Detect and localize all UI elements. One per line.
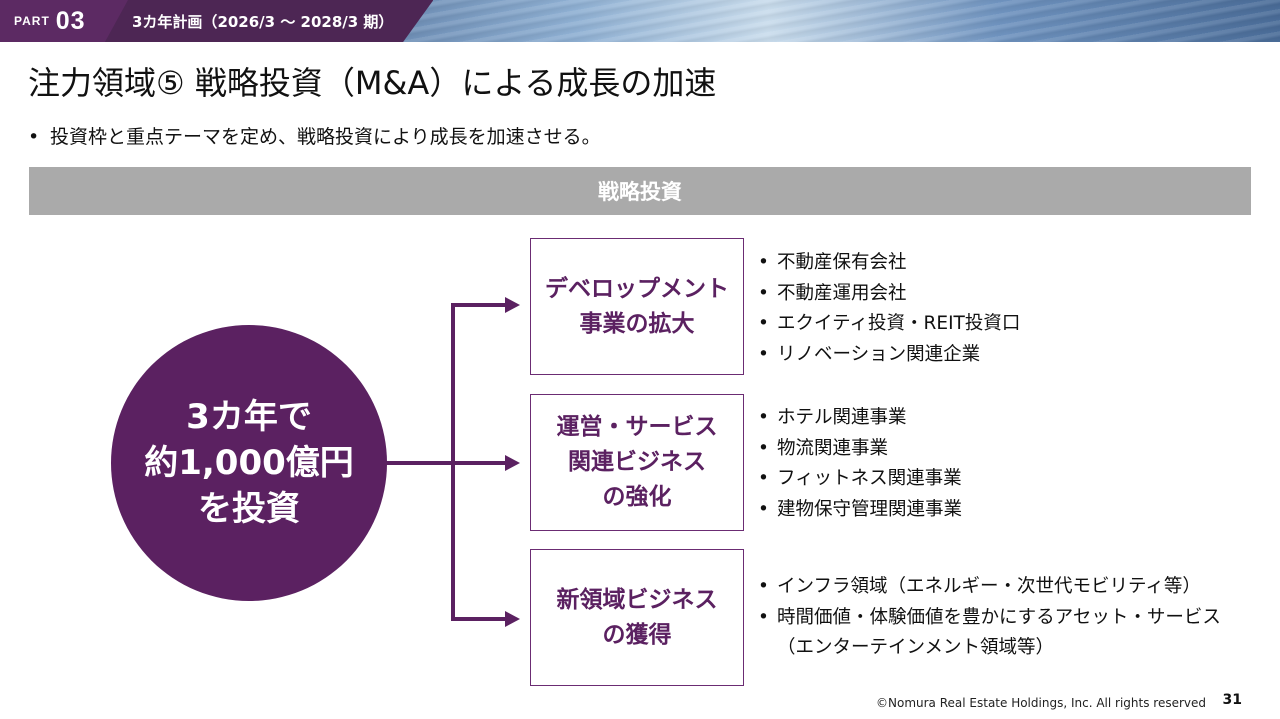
arrow-head-3 xyxy=(505,611,520,627)
list-item: •リノベーション関連企業 xyxy=(758,343,981,365)
box-label-line: の強化 xyxy=(602,484,672,510)
part-number: 03 xyxy=(55,6,86,35)
circle-line-2: 約1,000億円 xyxy=(144,443,354,483)
circle-line-1: 3カ年で xyxy=(186,397,312,437)
focus-box-development: デベロップメント 事業の拡大 xyxy=(530,238,744,375)
page-number: 31 xyxy=(1222,692,1242,708)
new-business-items: •インフラ領域（エネルギー・次世代モビリティ等） •時間価値・体験価値を豊かにす… xyxy=(758,572,1221,664)
list-item: •ホテル関連事業 xyxy=(758,407,907,428)
box-label-line: 運営・サービス xyxy=(556,414,718,440)
arrow-head-2 xyxy=(505,455,520,471)
focus-box-operations: 運営・サービス 関連ビジネス の強化 xyxy=(530,394,744,531)
list-item: •建物保守管理関連事業 xyxy=(758,498,963,520)
list-item: •エクイティ投資・REIT投資口 xyxy=(758,313,1021,334)
lead-text: 投資枠と重点テーマを定め、戦略投資により成長を加速させる。 xyxy=(50,126,601,148)
bullet-dot: • xyxy=(28,126,40,148)
list-item: •インフラ領域（エネルギー・次世代モビリティ等） xyxy=(758,576,1201,597)
box-label-line: デベロップメント xyxy=(545,275,729,302)
plan-label: 3カ年計画（2026/3 ～ 2028/3 期） xyxy=(132,12,394,31)
page-title: 注力領域⑤ 戦略投資（M&A）による成長の加速 xyxy=(28,64,717,102)
list-item: •時間価値・体験価値を豊かにするアセット・サービス xyxy=(758,606,1221,628)
header-banner: 3カ年計画（2026/3 ～ 2028/3 期） PART 03 xyxy=(0,0,1280,42)
box-label-line: 関連ビジネス xyxy=(568,449,706,475)
list-item: •不動産保有会社 xyxy=(758,252,907,273)
circle-line-3: を投資 xyxy=(198,489,300,529)
lead-bullet: • 投資枠と重点テーマを定め、戦略投資により成長を加速させる。 xyxy=(28,122,601,149)
box-label-line: 事業の拡大 xyxy=(579,310,695,337)
operations-items: •ホテル関連事業 •物流関連事業 •フィットネス関連事業 •建物保守管理関連事業 xyxy=(758,403,962,525)
list-item: •フィットネス関連事業 xyxy=(758,468,962,489)
copyright-notice: ©Nomura Real Estate Holdings, Inc. All r… xyxy=(876,696,1206,710)
list-item: •物流関連事業 xyxy=(758,437,889,459)
part-word: PART xyxy=(14,14,50,28)
box-label-line: の獲得 xyxy=(602,621,672,648)
investment-circle: 3カ年で 約1,000億円 を投資 xyxy=(111,325,387,601)
development-items: •不動産保有会社 •不動産運用会社 •エクイティ投資・REIT投資口 •リノベー… xyxy=(758,248,1020,370)
arrow-head-1 xyxy=(505,297,520,313)
box-label-line: 新領域ビジネス xyxy=(556,586,718,613)
list-item: •不動産運用会社 xyxy=(758,282,907,304)
section-band-label: 戦略投資 xyxy=(598,180,682,204)
part-tab: PART 03 xyxy=(0,0,128,42)
focus-box-new-business: 新領域ビジネス の獲得 xyxy=(530,549,744,686)
section-band: 戦略投資 xyxy=(29,167,1251,215)
list-item-continuation: （エンターテインメント領域等） xyxy=(777,637,1054,658)
